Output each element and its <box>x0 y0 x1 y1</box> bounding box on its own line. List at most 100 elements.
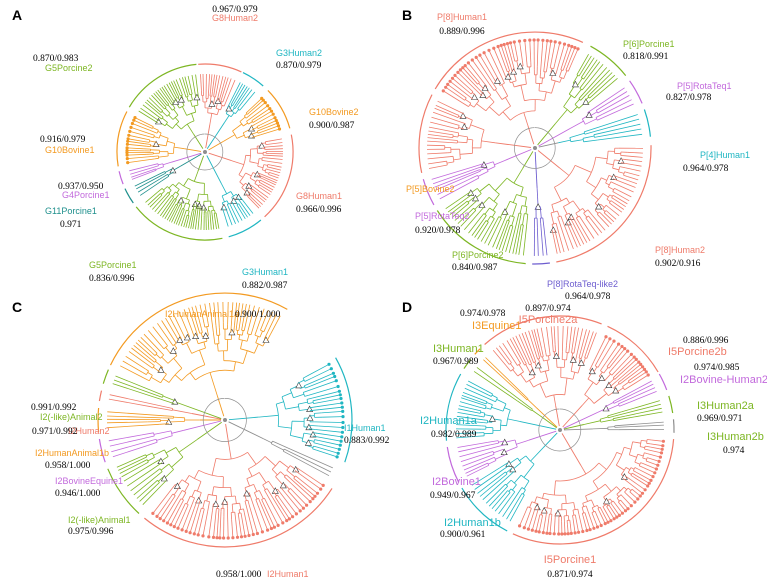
cluster-support-value: 0.982/0.989 <box>431 430 477 440</box>
cluster-name: P[8]RotaTeq-like2 <box>547 279 618 289</box>
clade-g8human1 <box>208 134 294 218</box>
clade-i3human2b <box>563 419 675 433</box>
cluster-name: G3Human2 <box>276 48 322 58</box>
clade-arc <box>335 357 353 463</box>
clade-g11porcine1 <box>124 153 202 204</box>
cluster-support-value: 0.966/0.996 <box>296 205 342 215</box>
cluster-name: P[5]RotaTeq2 <box>415 211 470 221</box>
cluster-support-value: 0.967/0.979 <box>212 5 258 15</box>
clade-arc <box>198 63 242 73</box>
clade-arc <box>97 407 100 433</box>
cluster-support-value: 0.967/0.989 <box>433 357 479 367</box>
clade-i3equine1 <box>474 348 558 428</box>
clade-arc <box>98 390 103 402</box>
cluster-name: I2Human1b <box>444 517 501 529</box>
cluster-name: G8Human2 <box>212 13 258 23</box>
clade-i1human1 <box>228 357 353 463</box>
cluster-name: I2HumanAnimal1a <box>165 309 239 319</box>
cluster-support-value: 0.974/0.978 <box>460 309 506 319</box>
clade-arc <box>446 446 460 483</box>
clade-arc <box>118 171 124 185</box>
clade-i5porcine2a <box>484 315 602 427</box>
cluster-name: P[8]Human2 <box>655 245 705 255</box>
cluster-name: I5Porcine2a <box>519 314 579 326</box>
cluster-name: G3Human1 <box>242 267 288 277</box>
clade-p-5-rotateq2 <box>422 149 532 206</box>
clade-arc <box>128 63 197 108</box>
clade-arc <box>590 45 627 76</box>
cluster-name: G5Porcine1 <box>89 260 137 270</box>
cluster-name: I2BovineEquine1 <box>55 476 123 486</box>
clade-arc <box>102 369 109 384</box>
cluster-support-value: 0.900/0.961 <box>440 530 486 540</box>
cluster-support-value: 0.897/0.974 <box>525 304 571 314</box>
cluster-support-value: 0.958/1.000 <box>216 570 262 580</box>
clade-i5porcine2b <box>562 325 659 428</box>
cluster-name: G10Bovine2 <box>309 107 359 117</box>
clade-i5porcine1 <box>512 433 675 545</box>
clade-arc <box>109 292 288 366</box>
clade-arc <box>484 315 602 345</box>
clade-g10bovine1 <box>116 111 202 167</box>
clade-i2human1b <box>461 432 558 532</box>
cluster-name: P[5]Bovine2 <box>406 184 455 194</box>
cluster-name: P[5]RotaTeq1 <box>677 81 732 91</box>
cluster-support-value: 0.889/0.996 <box>439 27 485 37</box>
clade-i2humananimal1b <box>97 407 221 433</box>
cluster-support-value: 0.974 <box>723 446 745 456</box>
cluster-support-value: 0.971 <box>60 220 82 230</box>
cluster-name: I3Human2a <box>697 400 755 412</box>
clade-arc <box>658 373 668 391</box>
cluster-name: I2HumanAnimal1b <box>35 448 109 458</box>
cluster-support-value: 0.836/0.996 <box>89 274 135 284</box>
clade-arc <box>668 395 674 414</box>
cluster-support-value: 0.964/0.978 <box>683 164 729 174</box>
clade-arc <box>474 348 481 355</box>
clade-arc <box>124 188 134 204</box>
clade-arc <box>607 325 659 373</box>
cluster-name: I3Human2b <box>707 431 764 443</box>
cluster-support-value: 0.971/0.992 <box>32 427 78 437</box>
clade-arc <box>242 72 264 87</box>
clade-i2human2 <box>98 390 222 420</box>
cluster-support-value: 0.964/0.978 <box>565 292 611 302</box>
clade-arc <box>512 439 675 545</box>
cluster-name: I2Bovine-Human2 <box>680 374 767 386</box>
cluster-name: G8Human1 <box>296 191 342 201</box>
panel-label: D <box>402 299 412 315</box>
clade-arc <box>418 94 433 174</box>
cluster-support-value: 0.900/1.000 <box>235 310 281 320</box>
cluster-name: G11Porcine1 <box>45 206 97 216</box>
cluster-name: I2Human1a <box>420 415 478 427</box>
clade-arc <box>556 145 652 263</box>
cluster-name: G5Porcine2 <box>45 63 93 73</box>
clade-g5porcine2 <box>128 63 204 149</box>
clade-g5porcine1 <box>135 155 223 241</box>
cluster-name: P[4]Human1 <box>700 150 750 160</box>
clade-i2-like-animal1 <box>107 421 222 514</box>
panel-label: B <box>402 7 412 23</box>
clade-i2human1 <box>144 423 333 548</box>
cluster-name: I2(-like)Animal1 <box>68 515 131 525</box>
clade-arc <box>643 109 651 137</box>
clade-i2bovine1 <box>446 430 557 483</box>
clade-arc <box>264 134 294 218</box>
cluster-support-value: 0.920/0.978 <box>415 226 461 236</box>
cluster-name: P[8]Human1 <box>437 12 487 22</box>
clade-unlabeled-2 <box>228 421 333 477</box>
cluster-support-value: 0.902/0.916 <box>655 259 701 269</box>
clade-arc <box>228 219 262 238</box>
clade-i2bovine-human2 <box>563 373 668 429</box>
clade-p-6-porcine2 <box>436 151 534 265</box>
cluster-support-value: 0.871/0.974 <box>547 570 593 580</box>
clade-i2human1a <box>445 373 557 441</box>
cluster-support-value: 0.969/0.971 <box>697 414 743 424</box>
clade-arc <box>532 262 550 265</box>
clade-arc <box>461 487 508 532</box>
cluster-support-value: 0.958/1.000 <box>45 461 91 471</box>
clade-p-5-bovine2 <box>418 94 532 174</box>
clade-p-5-rotateq1 <box>538 80 643 147</box>
clade-p-4-human1 <box>538 109 651 148</box>
